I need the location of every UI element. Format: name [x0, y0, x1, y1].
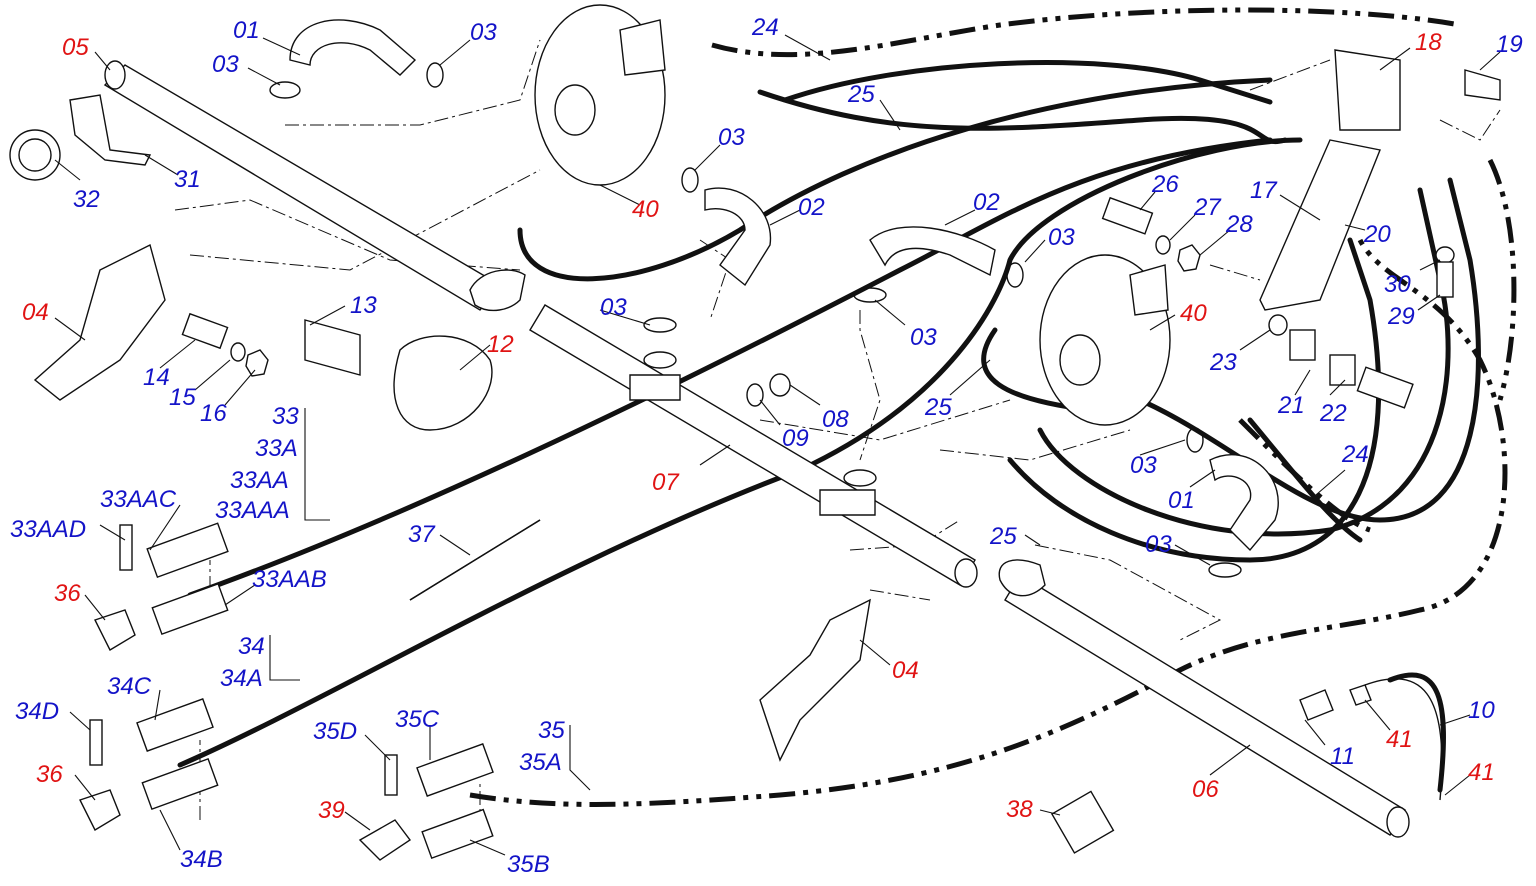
label-25-lower: 25 [989, 523, 1017, 550]
label-36-upper: 36 [54, 580, 81, 607]
label-10: 10 [1468, 697, 1495, 724]
label-35D: 35D [313, 718, 357, 745]
phantom-lines [174, 39, 1501, 830]
label-14: 14 [143, 364, 170, 391]
label-41-lower: 41 [1468, 759, 1495, 786]
label-24-upper: 24 [751, 14, 779, 41]
tubes [103, 19, 1443, 838]
label-25-upper: 25 [847, 81, 875, 108]
label-18: 18 [1415, 29, 1442, 56]
label-03-middle: 03 [910, 324, 937, 351]
label-35: 35 [538, 717, 565, 744]
label-07: 07 [652, 469, 680, 496]
label-35B: 35B [507, 851, 550, 878]
label-40-lower: 40 [1180, 300, 1207, 327]
label-23: 23 [1209, 349, 1237, 376]
label-25-middle: 25 [924, 394, 952, 421]
label-11: 11 [1330, 743, 1355, 770]
label-03-fan-upper: 03 [718, 124, 745, 151]
label-02-right: 02 [973, 189, 1000, 216]
label-39: 39 [318, 797, 345, 824]
leader-lines [54, 34, 1501, 856]
label-40-upper: 40 [632, 196, 659, 223]
label-01-upper: 01 [233, 17, 260, 44]
label-05: 05 [62, 34, 89, 61]
label-28: 28 [1225, 211, 1253, 238]
label-22: 22 [1319, 400, 1347, 427]
label-12: 12 [487, 331, 514, 358]
label-03-upper-right: 03 [470, 19, 497, 46]
label-33AA: 33AA [230, 467, 289, 494]
label-04-right: 04 [892, 657, 919, 684]
label-37: 37 [408, 521, 436, 548]
label-27: 27 [1193, 194, 1222, 221]
label-31: 31 [174, 166, 201, 193]
label-32: 32 [73, 186, 100, 213]
label-20: 20 [1363, 221, 1391, 248]
label-16: 16 [200, 400, 227, 427]
part-labels: 01 03 03 05 24 18 19 25 03 31 32 40 02 0… [10, 14, 1523, 878]
label-06: 06 [1192, 776, 1219, 803]
label-24-lower: 24 [1341, 441, 1369, 468]
label-41-upper: 41 [1386, 726, 1413, 753]
label-30: 30 [1384, 271, 1411, 298]
label-15: 15 [169, 384, 196, 411]
dashed-hoses [469, 7, 1517, 807]
label-21: 21 [1277, 392, 1305, 419]
label-03-lower: 03 [1145, 531, 1172, 558]
label-33AAC: 33AAC [100, 486, 177, 513]
label-03-fan-lower: 03 [1130, 452, 1157, 479]
label-03-tee-left: 03 [600, 294, 627, 321]
label-33A: 33A [255, 435, 298, 462]
label-38: 38 [1006, 796, 1033, 823]
label-34D: 34D [15, 698, 59, 725]
label-03-fan-right: 03 [1048, 224, 1075, 251]
fan-motors [534, 4, 1171, 426]
label-36-lower: 36 [36, 761, 63, 788]
label-35A: 35A [519, 749, 562, 776]
label-35C: 35C [395, 706, 440, 733]
hydraulic-hoses [177, 60, 1481, 793]
label-33AAB: 33AAB [252, 566, 327, 593]
label-03-upper-left: 03 [212, 51, 239, 78]
label-19: 19 [1496, 31, 1523, 58]
label-09: 09 [782, 425, 809, 452]
fittings [181, 62, 1455, 854]
label-34C: 34C [107, 673, 152, 700]
label-01-lower: 01 [1168, 487, 1195, 514]
brackets [9, 49, 1501, 762]
label-33: 33 [272, 403, 299, 430]
label-33AAD: 33AAD [10, 516, 86, 543]
couplers [79, 522, 494, 861]
label-34: 34 [238, 633, 265, 660]
label-33AAA: 33AAA [215, 497, 290, 524]
label-04-left: 04 [22, 299, 49, 326]
label-26: 26 [1151, 171, 1179, 198]
label-08: 08 [822, 406, 849, 433]
label-34B: 34B [180, 846, 223, 873]
label-17: 17 [1250, 177, 1278, 204]
label-29: 29 [1387, 303, 1415, 330]
label-34A: 34A [220, 665, 263, 692]
label-02-left: 02 [798, 194, 825, 221]
label-13: 13 [350, 292, 377, 319]
